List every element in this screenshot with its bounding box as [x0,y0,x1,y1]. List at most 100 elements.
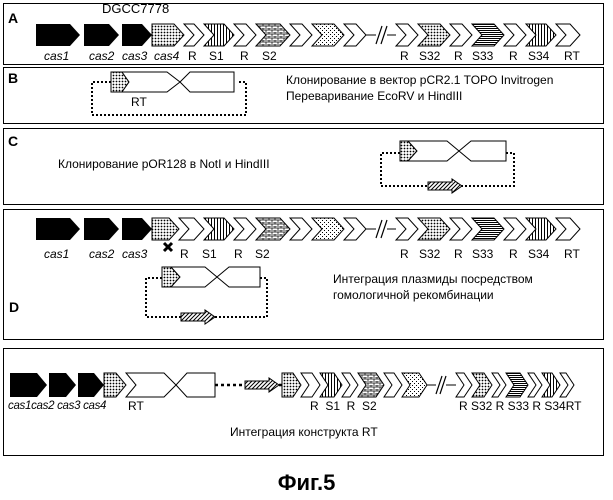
break-mark [376,220,387,238]
repeat-1 [184,24,204,46]
terminal-repeat [556,24,580,46]
terminal-repeat [556,218,580,240]
array-label-s2: S2 [255,247,270,261]
spacer-s1 [204,24,234,46]
repeat-1 [126,373,176,397]
panel-b: B RT Клонирование в вектор pCR2.1 TOPO I… [3,67,604,124]
cas1-label: cas1 [44,49,69,63]
break-mark [376,26,387,44]
panel-c: C Клонирование pOR128 в NotI и HindIII [3,128,604,205]
repeat-6 [492,373,506,397]
cas1-label: cas1 [44,247,69,261]
panel-e: cas1cas2 cas3 cas4 RT R S1 R S2 R S32 R … [3,348,604,456]
gene-cas4 [152,24,184,46]
spacer-s2 [256,218,290,240]
spacer-s2 [358,373,384,397]
cas-labels: cas1cas2 cas3 cas4 [8,399,106,413]
repeat-5 [456,373,472,397]
rt-terminal [217,267,260,287]
array-label-s33: S33 [472,247,493,261]
repeat-5 [396,24,418,46]
array-label-r5: R [400,49,409,63]
repeat-3 [290,24,312,46]
integration-text-line2: гомологичной рекомбинации [333,288,494,302]
panel-a: A DGCC7778 cas1 cas2 cas3 cas4 R S1 R S2… [3,3,604,65]
gene-cas2 [84,24,119,46]
cloning-text-line2: Переваривание EcoRV и HindIII [286,89,462,103]
spacer-s33 [472,24,504,46]
terminal-repeat [560,373,574,397]
gene-cas3 [122,218,152,240]
array-label-s34: S34 [528,247,549,261]
gene-cas4 [104,373,126,397]
cas4-label: cas4 [154,49,179,63]
spacer-s1 [204,218,234,240]
array-label-r5: R [400,247,409,261]
gene-cas1 [10,373,47,397]
rt-terminal [176,373,215,397]
construct-integration-text: Интеграция конструкта RT [230,425,378,439]
rt-terminal [459,141,506,161]
gene-cas1 [36,24,80,46]
spacer-s34 [526,218,556,240]
repeat-6 [450,24,472,46]
gene-cas3 [122,24,152,46]
array-label-r6: R [454,49,463,63]
selection-marker-arrow [245,378,279,392]
repeat-4 [384,373,402,397]
gene-cas4 [152,218,179,240]
array-label-r2: R [234,247,243,261]
array-label-s32: S32 [419,49,440,63]
selection-marker-arrow [181,310,215,324]
cloning-text-line1: Клонирование в вектор pCR2.1 TOPO Invitr… [286,73,553,87]
array-label-s1: S1 [209,49,224,63]
repeat-7 [504,24,526,46]
spacer-s2 [256,24,290,46]
spacer-s34 [526,24,556,46]
array-labels: R S1 R S2 [310,399,377,413]
repeat-2 [234,24,256,46]
break-mark [436,376,446,394]
array-label-s34: S34 [528,49,549,63]
recombination-cross-icon [164,243,172,251]
spacer-s3 [312,24,344,46]
array-label-rt: RT [564,247,580,261]
array-label-s33: S33 [472,49,493,63]
gene-cas2 [49,373,76,397]
plasmid-construct-diagram [4,129,605,206]
array-label-s2: S2 [262,49,277,63]
repeat-3 [290,218,312,240]
gene-cas1 [36,218,80,240]
repeat-2 [301,373,320,397]
rt-fragment [282,373,301,397]
gene-cas2 [84,218,119,240]
spacer-s3 [402,373,427,397]
cas2-label: cas2 [89,49,114,63]
rt-label: RT [131,95,147,109]
rt-label: RT [128,399,144,413]
cas2-label: cas2 [89,247,114,261]
figure-caption: Фиг.5 [0,470,613,496]
spacer-s33 [472,218,504,240]
array-label-s32: S32 [419,247,440,261]
cas3-label: cas3 [122,247,147,261]
repeat-7 [528,373,542,397]
array-label-r7: R [509,49,518,63]
array-label-s1: S1 [202,247,217,261]
rt-terminal [180,72,234,92]
rt-repeat [122,72,180,92]
spacer-s34 [542,373,560,397]
array-label-r2: R [240,49,249,63]
repeat-1 [179,218,204,240]
array-label-r7: R [509,247,518,261]
spacer-s33 [506,373,528,397]
repeat-2 [234,218,256,240]
selection-marker-arrow [428,179,462,193]
spacer-s32 [472,373,492,397]
array-label-rt: RT [564,49,580,63]
repeat-4 [344,24,366,46]
array-label-r6: R [454,247,463,261]
spacer-s3 [312,218,344,240]
panel-d: D cas1 cas2 cas3 R S1 R S2 R S32 R S3 [3,209,604,340]
spacer-s32 [418,218,450,240]
